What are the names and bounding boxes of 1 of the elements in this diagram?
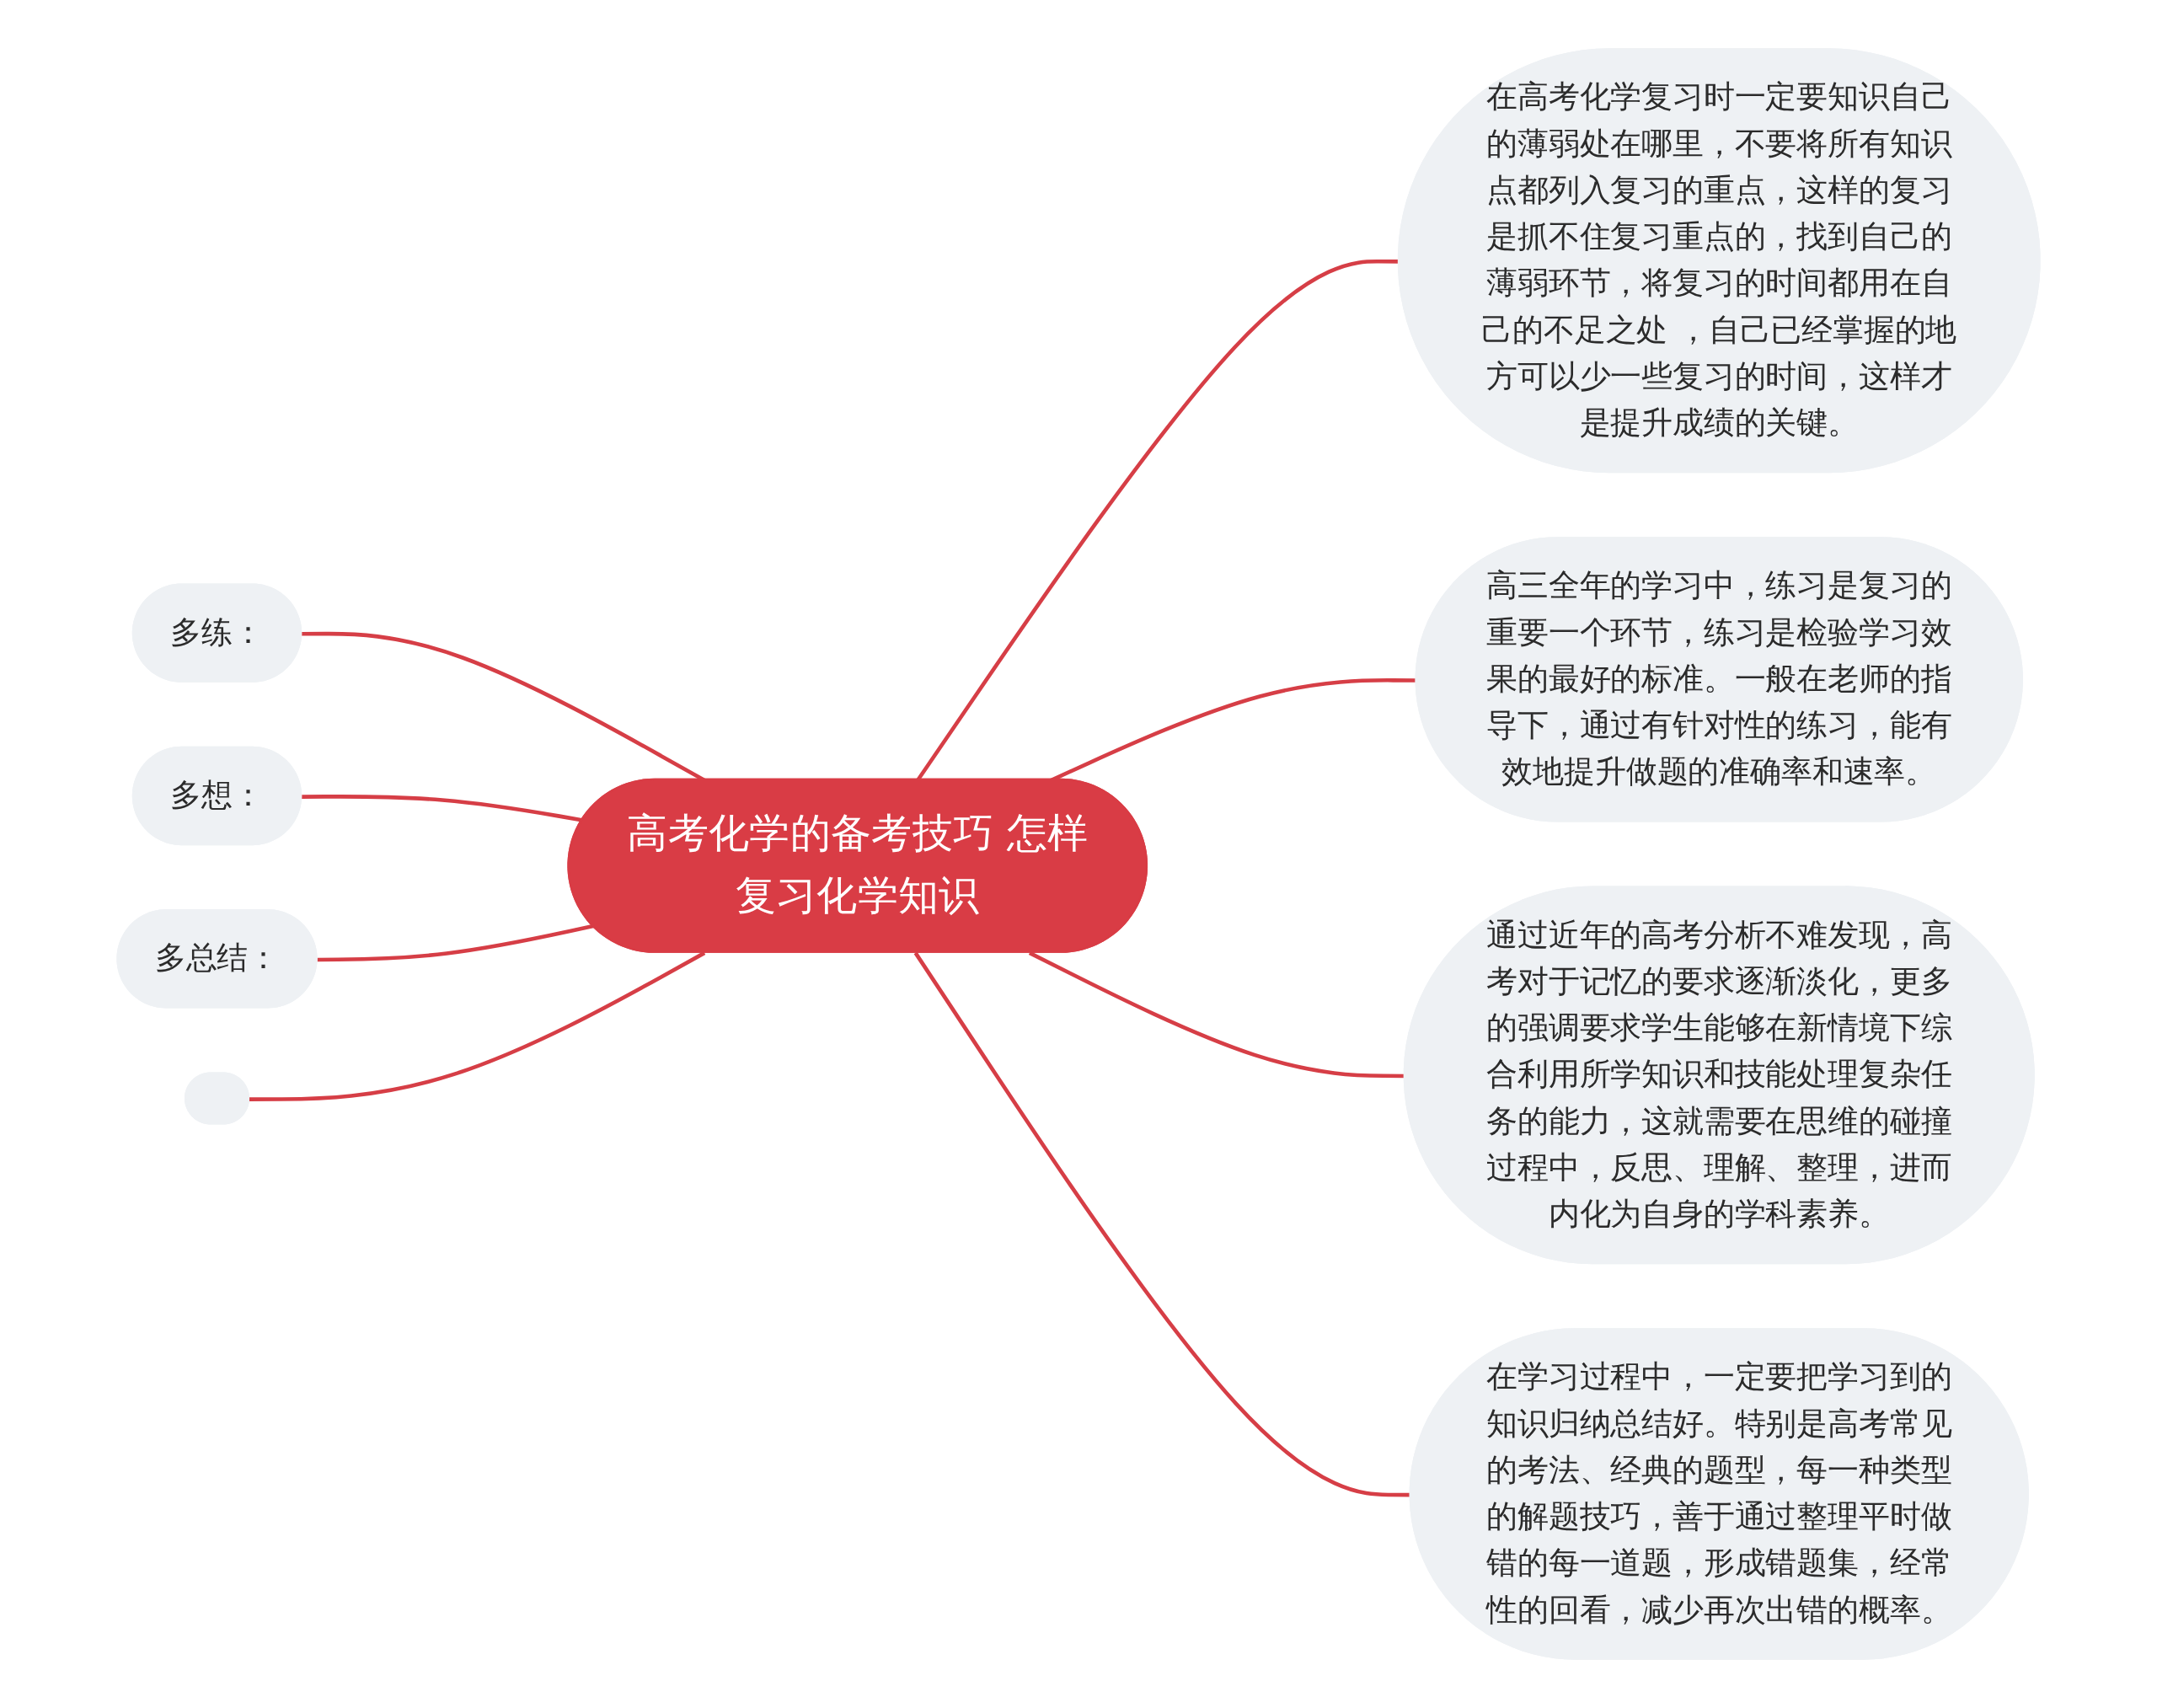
- connector: [317, 924, 594, 962]
